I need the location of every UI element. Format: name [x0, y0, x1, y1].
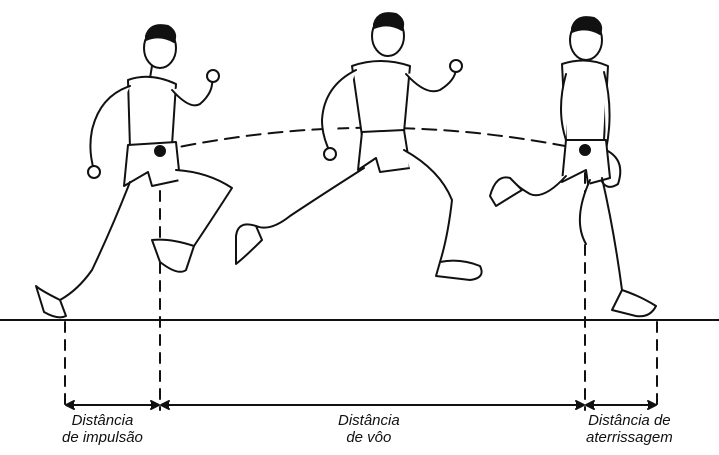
landing-distance-arrow	[586, 401, 656, 409]
flight-distance-label-line1: Distância	[338, 412, 400, 429]
runner-takeoff-illustration	[36, 25, 232, 317]
flight-distance-label-line2: de vôo	[338, 429, 400, 446]
runner-landing-illustration	[490, 17, 656, 316]
runner-flight-illustration	[236, 13, 482, 280]
landing-distance-label-line1: Distância de	[586, 412, 673, 429]
flight-distance-label: Distância de vôo	[338, 412, 400, 446]
takeoff-distance-arrow	[66, 401, 159, 409]
landing-distance-label: Distância de aterrissagem	[586, 412, 673, 446]
takeoff-distance-label-line1: Distância	[62, 412, 143, 429]
flight-distance-arrow	[161, 401, 584, 409]
landing-distance-label-line2: aterrissagem	[586, 429, 673, 446]
takeoff-distance-label: Distância de impulsão	[62, 412, 143, 446]
takeoff-distance-label-line2: de impulsão	[62, 429, 143, 446]
